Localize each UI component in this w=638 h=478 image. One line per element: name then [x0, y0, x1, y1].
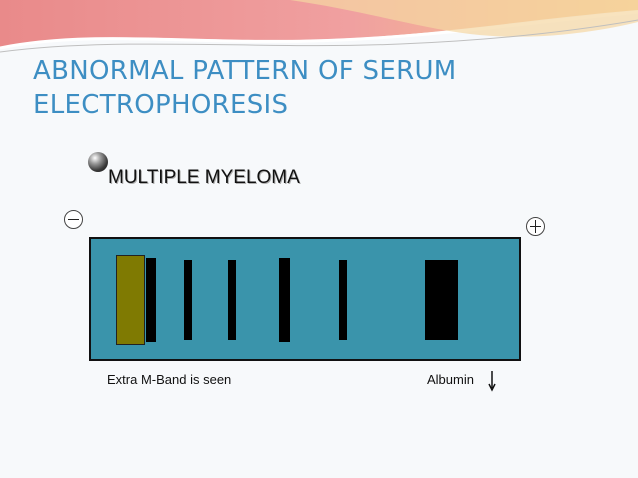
- header-decoration: [0, 0, 638, 53]
- minus-circle-icon: [64, 210, 83, 229]
- bullet-text: MULTIPLE MYELOMA: [108, 167, 300, 188]
- plus-circle-icon: [526, 217, 545, 236]
- gel-band: [279, 258, 290, 342]
- slide-title: ABNORMAL PATTERN OF SERUM ELECTROPHORESI…: [33, 56, 457, 120]
- bullet-sphere-icon: [88, 152, 108, 172]
- m-band-caption: Extra M-Band is seen: [107, 372, 232, 387]
- arrow-down-icon: [488, 371, 496, 392]
- gel-band: [146, 258, 156, 342]
- albumin-caption: Albumin: [427, 372, 474, 387]
- gel-band: [184, 260, 192, 340]
- albumin-band: [425, 260, 458, 340]
- m-band: [116, 255, 145, 345]
- gel-band: [339, 260, 347, 340]
- gel-band: [228, 260, 236, 340]
